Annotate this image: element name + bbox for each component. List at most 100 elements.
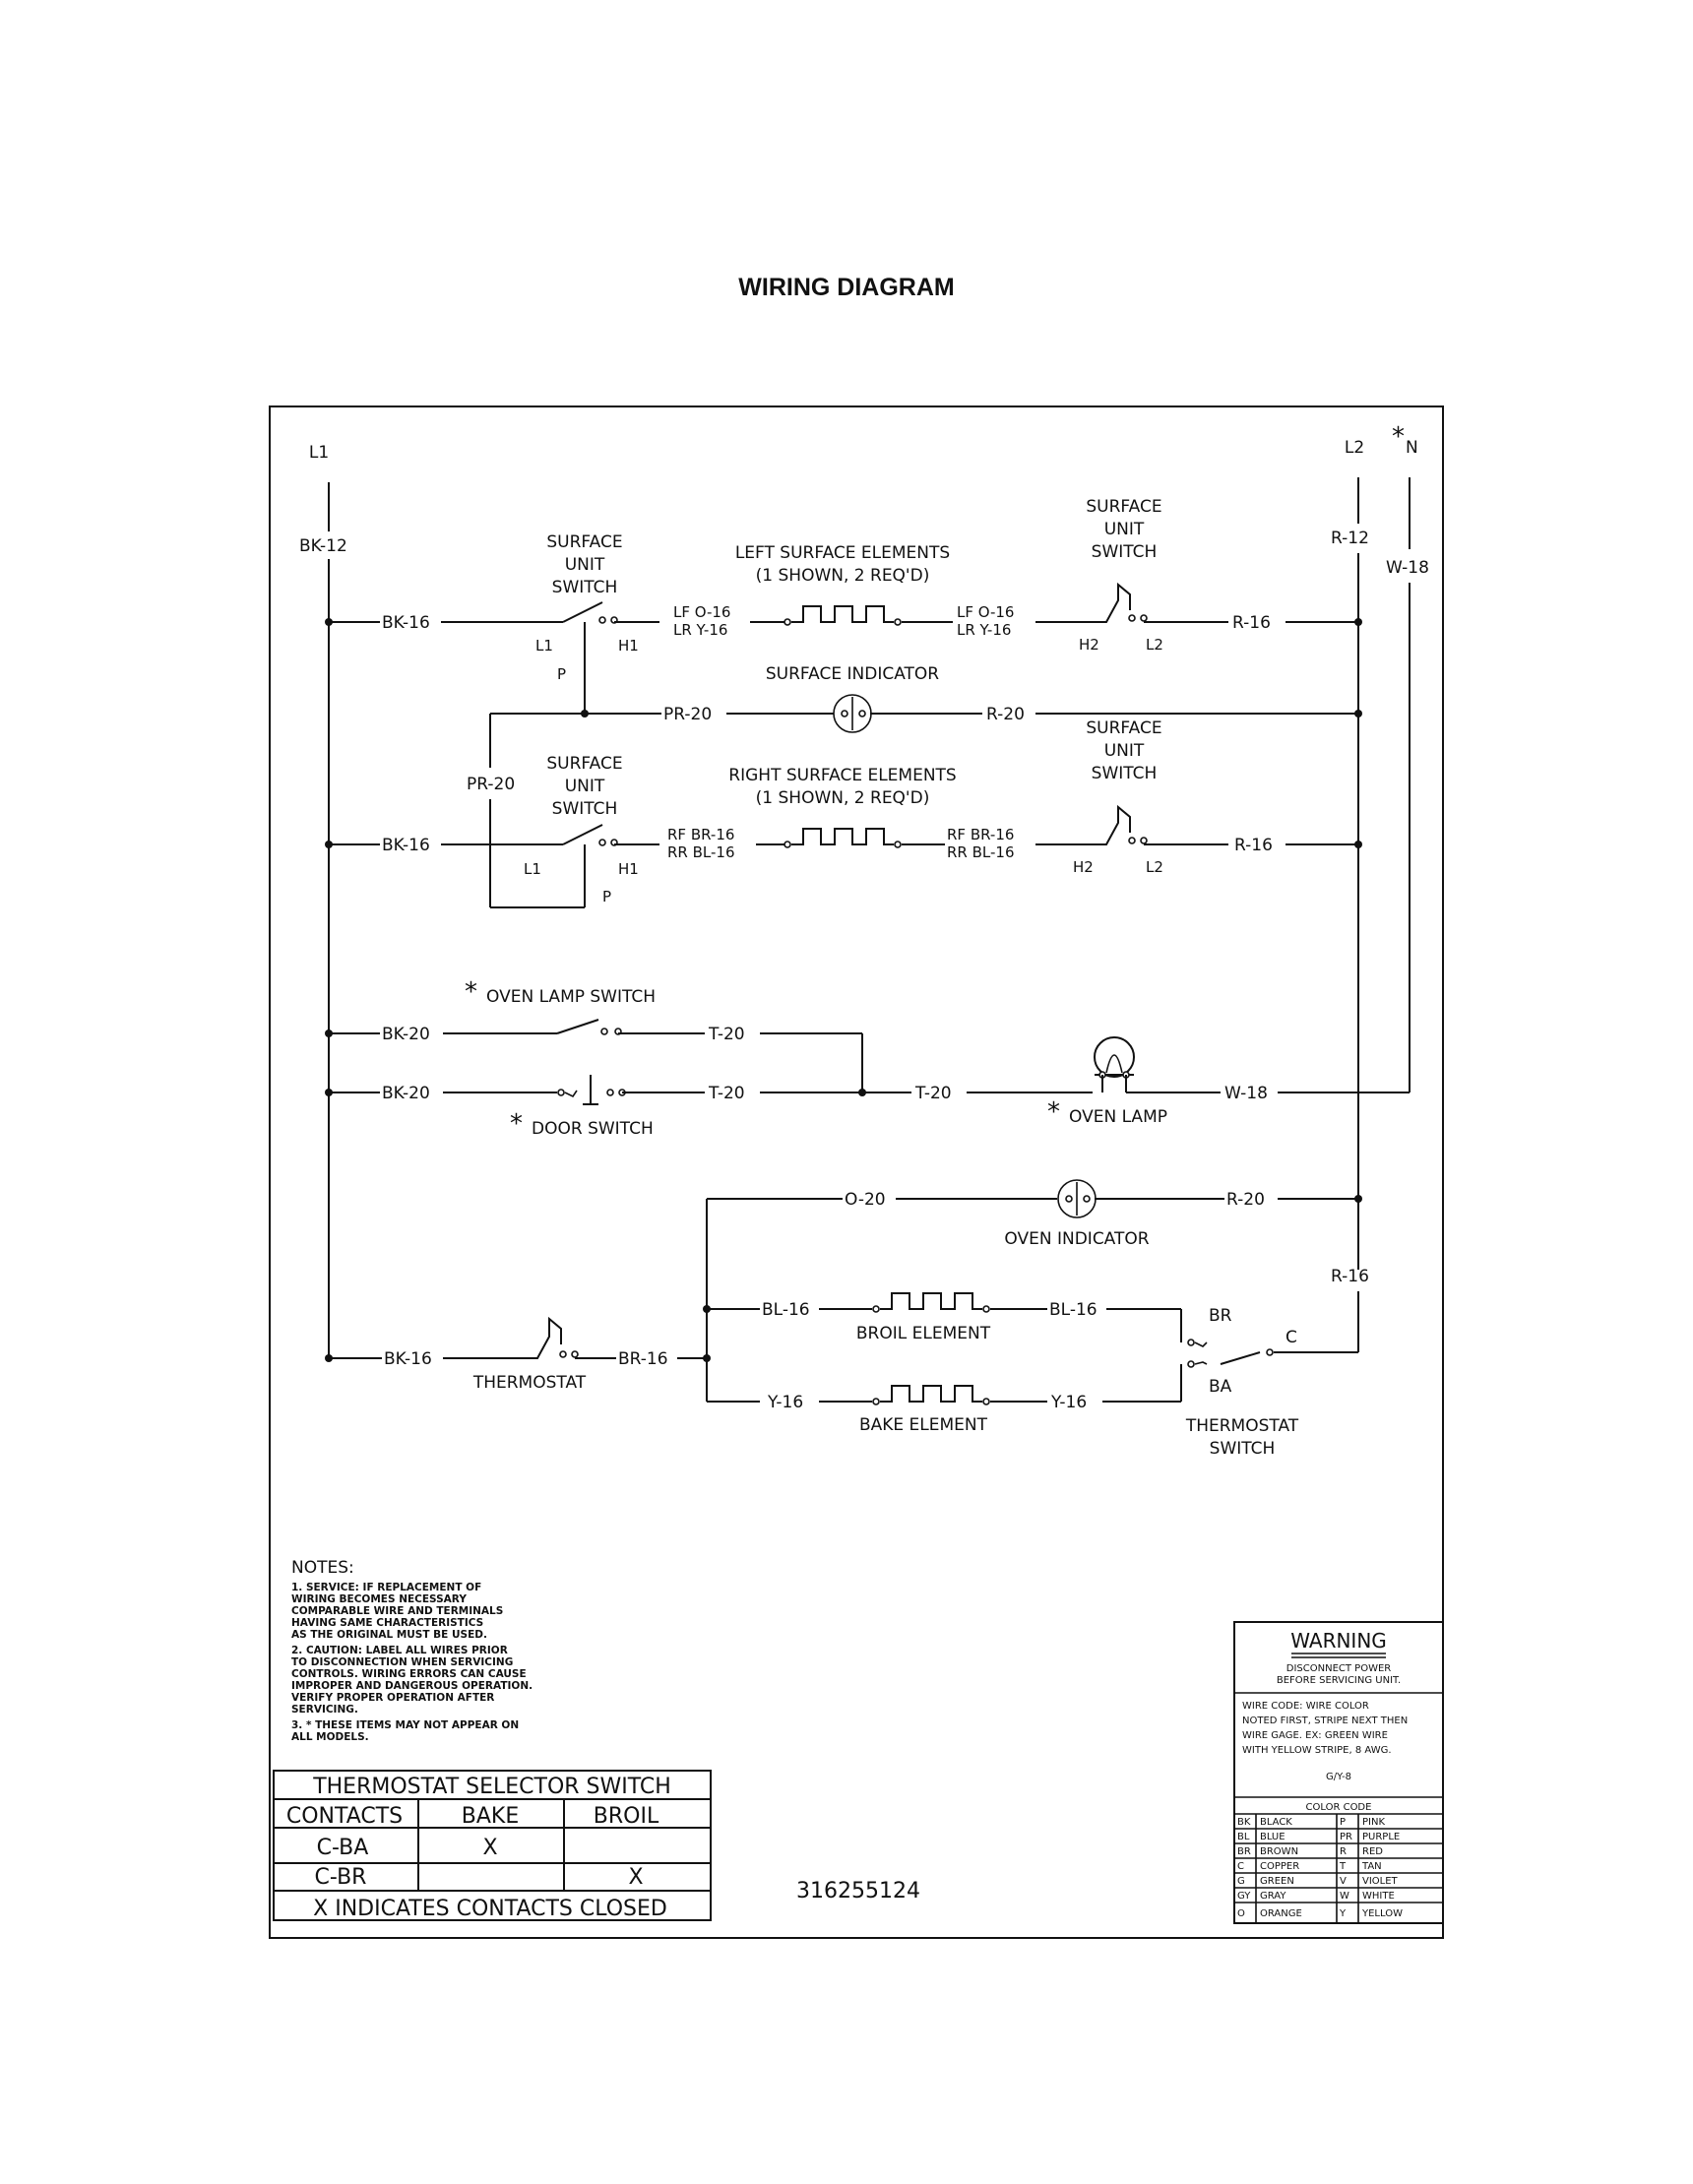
rs-r-switch-1: SURFACE <box>1086 718 1161 738</box>
right-surface-circuit: BK-16 SURFACE UNIT SWITCH L1 H1 P RF BR-… <box>325 718 1362 907</box>
ol-door-switch-label: DOOR SWITCH <box>532 1119 654 1139</box>
rs-r-switch-3: SWITCH <box>1092 764 1158 783</box>
ov-broil-label: BROIL ELEMENT <box>856 1324 991 1343</box>
cc-r5-a: G <box>1237 1876 1245 1887</box>
cc-r3-b: BROWN <box>1260 1846 1298 1857</box>
selector-table: THERMOSTAT SELECTOR SWITCH CONTACTS BAKE… <box>273 1770 712 1921</box>
ov-ts-label-2: SWITCH <box>1210 1439 1276 1459</box>
wire-code-example: G/Y-8 <box>1326 1772 1351 1782</box>
rs-h1: H1 <box>618 860 639 878</box>
left-surface-circuit: BK-16 SURFACE UNIT SWITCH L1 H1 P LF O-1… <box>325 497 1362 718</box>
si-pr20-vert: PR-20 <box>467 775 515 794</box>
rs-wire-a2: RR BL-16 <box>667 843 735 861</box>
cc-r1-b: BLACK <box>1260 1817 1292 1828</box>
ov-bl16-a: BL-16 <box>762 1300 810 1320</box>
ol-t20-a: T-20 <box>708 1025 745 1044</box>
cc-r3-d: RED <box>1362 1846 1383 1857</box>
rs-switch-2: UNIT <box>565 777 605 796</box>
note-1-line-5: AS THE ORIGINAL MUST BE USED. <box>291 1629 487 1641</box>
note-1-line-3: COMPARABLE WIRE AND TERMINALS <box>291 1605 503 1617</box>
bk12-label: BK-12 <box>299 536 347 556</box>
cc-r6-c: W <box>1340 1891 1349 1902</box>
wire-code-4: WITH YELLOW STRIPE, 8 AWG. <box>1242 1745 1392 1756</box>
bake-broil-circuit: BK-16 THERMOSTAT BR-16 BL-16 BL-16 BROIL… <box>325 1292 1358 1459</box>
ov-thermostat-label: THERMOSTAT <box>472 1373 587 1393</box>
ol-lamp-label: OVEN LAMP <box>1069 1107 1167 1127</box>
ls-r16: R-16 <box>1232 613 1271 633</box>
cc-r6-a: GY <box>1237 1891 1251 1902</box>
ls-r-switch-3: SWITCH <box>1092 542 1158 562</box>
ls-wire-a1: LF O-16 <box>673 603 730 621</box>
ov-c: C <box>1285 1328 1297 1347</box>
cc-r1-c: P <box>1340 1817 1346 1828</box>
ov-ba: BA <box>1209 1377 1232 1397</box>
rs-wire-a1: RF BR-16 <box>667 826 734 843</box>
note-2-line-2: TO DISCONNECTION WHEN SERVICING <box>291 1656 513 1668</box>
page-title: WIRING DIAGRAM <box>738 274 954 301</box>
ls-bk16: BK-16 <box>382 613 430 633</box>
cc-r6-b: GRAY <box>1260 1891 1286 1902</box>
neutral-star: * <box>1392 422 1405 452</box>
note-3-line-1: 3. * THESE ITEMS MAY NOT APPEAR ON <box>291 1719 519 1731</box>
si-r20: R-20 <box>986 705 1025 724</box>
si-pr20: PR-20 <box>663 705 712 724</box>
cc-r7-d: YELLOW <box>1361 1908 1403 1919</box>
selector-table-footer: X INDICATES CONTACTS CLOSED <box>313 1897 667 1921</box>
ol-switch-label: OVEN LAMP SWITCH <box>486 987 656 1007</box>
ol-bk20-b: BK-20 <box>382 1084 430 1103</box>
ls-wire-a2: LR Y-16 <box>673 621 727 639</box>
wire-code-1: WIRE CODE: WIRE COLOR <box>1242 1701 1369 1712</box>
ov-y16-a: Y-16 <box>767 1393 803 1412</box>
cc-r7-c: Y <box>1339 1908 1347 1919</box>
cc-r3-a: BR <box>1237 1846 1251 1857</box>
ls-l2: L2 <box>1146 636 1163 654</box>
ov-bake-label: BAKE ELEMENT <box>859 1415 988 1435</box>
rs-switch-3: SWITCH <box>552 799 618 819</box>
cc-r1-d: PINK <box>1362 1817 1385 1828</box>
oven-indicator-circuit: O-20 R-20 OVEN INDICATOR R-16 <box>706 1179 1369 1402</box>
l1-label: L1 <box>309 443 329 463</box>
oi-r16: R-16 <box>1331 1267 1369 1286</box>
diagram-frame <box>269 406 1444 1939</box>
broil-element-icon <box>880 1292 982 1310</box>
thermostat-selector-switch-icon <box>1187 1339 1358 1368</box>
w18-top-label: W-18 <box>1386 558 1429 578</box>
ol-w18: W-18 <box>1224 1084 1268 1103</box>
note-1-line-4: HAVING SAME CHARACTERISTICS <box>291 1617 483 1629</box>
warning-box: WARNING DISCONNECT POWER BEFORE SERVICIN… <box>1233 1621 1444 1924</box>
note-1-line-1: 1. SERVICE: IF REPLACEMENT OF <box>291 1582 481 1593</box>
ol-bk20-a: BK-20 <box>382 1025 430 1044</box>
ls-wire-b2: LR Y-16 <box>957 621 1011 639</box>
selector-header-bake: BAKE <box>462 1804 519 1829</box>
l2-label: L2 <box>1345 438 1364 458</box>
oven-lamp-circuit: * OVEN LAMP SWITCH BK-20 T-20 BK-20 T-20… <box>325 977 1410 1139</box>
notes-heading: NOTES: <box>291 1558 354 1578</box>
rs-h2: H2 <box>1073 858 1094 876</box>
cc-r1-a: BK <box>1237 1817 1251 1828</box>
neutral-label: N <box>1406 438 1418 458</box>
ov-bl16-b: BL-16 <box>1049 1300 1097 1320</box>
cc-r3-c: R <box>1340 1846 1347 1857</box>
color-code-title: COLOR CODE <box>1306 1802 1372 1813</box>
rs-elements-title-1: RIGHT SURFACE ELEMENTS <box>728 766 956 785</box>
ls-h2: H2 <box>1079 636 1099 654</box>
rs-wire-b1: RF BR-16 <box>947 826 1014 843</box>
ov-bk16: BK-16 <box>384 1349 432 1369</box>
ls-elements-title-2: (1 SHOWN, 2 REQ'D) <box>756 566 930 586</box>
ov-ts-label-1: THERMOSTAT <box>1185 1416 1299 1436</box>
ov-br: BR <box>1209 1306 1232 1326</box>
rs-bk16: BK-16 <box>382 836 430 855</box>
part-number: 316255124 <box>796 1879 920 1903</box>
rs-p: P <box>602 888 611 905</box>
selector-header-broil: BROIL <box>594 1804 659 1829</box>
rs-elements-title-2: (1 SHOWN, 2 REQ'D) <box>756 788 930 808</box>
note-1-line-2: WIRING BECOMES NECESSARY <box>291 1593 467 1605</box>
ls-p: P <box>557 665 566 683</box>
ov-br16: BR-16 <box>618 1349 668 1369</box>
thermostat-icon <box>514 1316 562 1359</box>
selector-header-contacts: CONTACTS <box>286 1804 403 1829</box>
ol-switch-star: * <box>465 977 477 1007</box>
ls-l1: L1 <box>535 637 553 655</box>
supply-lines: L1 L2 * N BK-12 R-12 W-18 <box>299 422 1429 1358</box>
